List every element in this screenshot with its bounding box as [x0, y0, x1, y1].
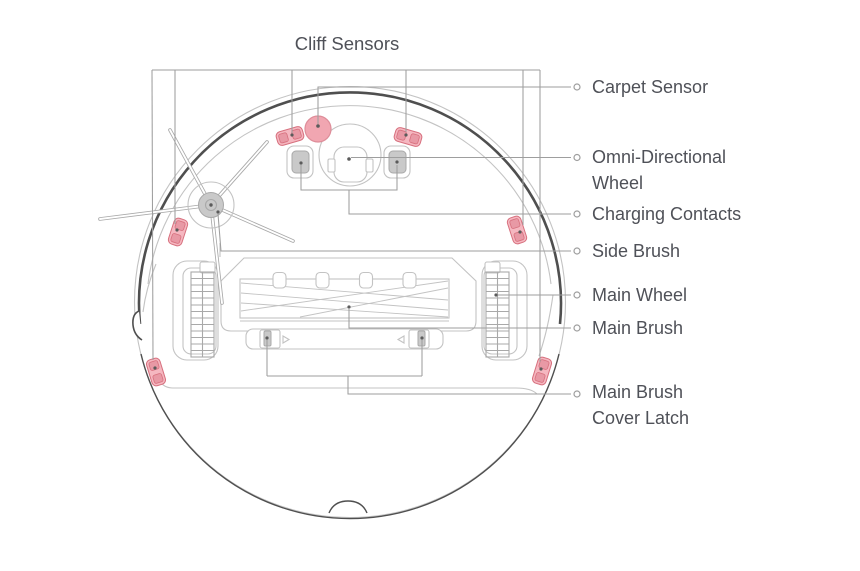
side-brush: [98, 128, 295, 305]
leader-lines: [217, 86, 571, 395]
left-rim-notch: [132, 310, 143, 341]
label-main-wheel: Main Wheel: [592, 285, 688, 305]
bottom-tab: [328, 500, 368, 514]
label-main-brush: Main Brush: [592, 318, 684, 338]
label-omni-line1: Omni-Directional: [592, 147, 727, 167]
anchor-dots: [153, 124, 543, 371]
latch-arrow-right-icon: [282, 335, 291, 344]
side-brush-arms: [98, 128, 295, 305]
cliff-sensors-connector: [151, 69, 541, 362]
label-omni-line2: Wheel: [592, 173, 644, 193]
label-cliff-sensors: Cliff Sensors: [294, 33, 400, 54]
label-carpet-sensor: Carpet Sensor: [592, 77, 709, 97]
main-brush-window: [239, 278, 450, 319]
main-wheel-left: [172, 260, 219, 361]
label-charging-contacts: Charging Contacts: [592, 204, 742, 224]
omni-directional-wheel: [318, 123, 382, 187]
main-wheel-right: [481, 260, 528, 361]
label-omni-directional-wheel: Omni-Directional Wheel: [592, 144, 726, 196]
label-latch-line1: Main Brush: [592, 382, 684, 402]
main-brush-cover: [245, 328, 444, 350]
label-latch-line2: Cover Latch: [592, 408, 690, 428]
latch-arrow-left-icon: [396, 335, 405, 344]
main-brush-assembly: [219, 243, 477, 350]
leader-rings: [573, 83, 581, 398]
label-main-brush-cover-latch: Main Brush Cover Latch: [592, 379, 689, 431]
label-side-brush: Side Brush: [592, 241, 681, 261]
